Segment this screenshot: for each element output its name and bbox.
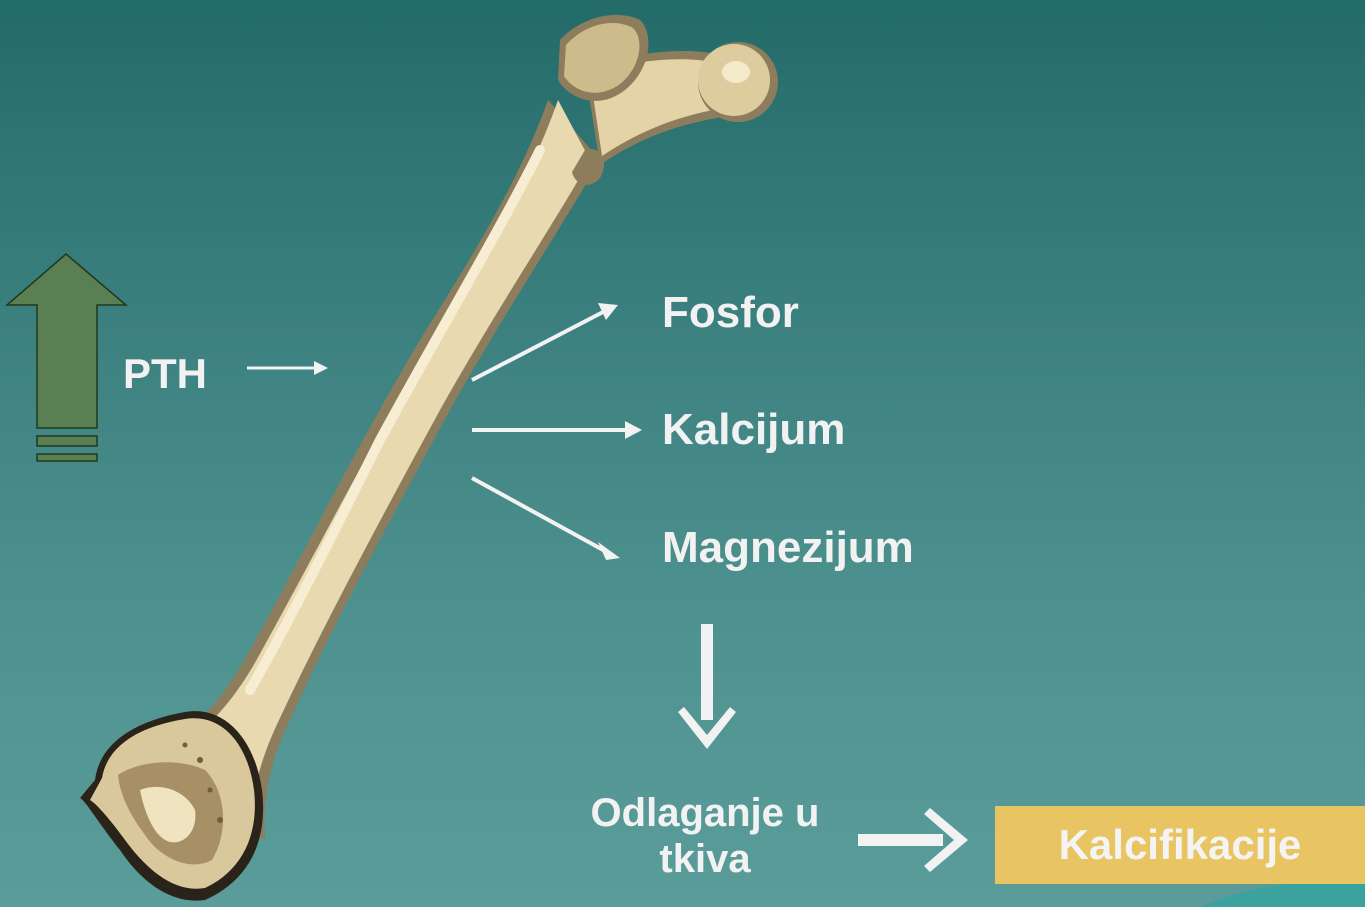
kalcijum-label: Kalcijum (662, 405, 845, 455)
decorative-wave (1200, 882, 1365, 907)
down-arrow-icon (678, 624, 736, 749)
magnezijum-label: Magnezijum (662, 523, 914, 573)
deposit-label: Odlaganje u tkiva (560, 790, 850, 882)
kalcifikacije-label: Kalcifikacije (1059, 821, 1302, 869)
arrow-to-fosfor-icon (472, 303, 618, 380)
arrow-to-kalcifikacije-icon (858, 808, 968, 872)
fosfor-label: Fosfor (662, 288, 799, 338)
arrow-to-kalcijum-icon (472, 421, 642, 439)
pth-label: PTH (123, 350, 207, 398)
kalcifikacije-box: Kalcifikacije (995, 806, 1365, 884)
arrow-to-magnezijum-icon (472, 478, 620, 560)
pth-arrow-icon (247, 361, 328, 375)
